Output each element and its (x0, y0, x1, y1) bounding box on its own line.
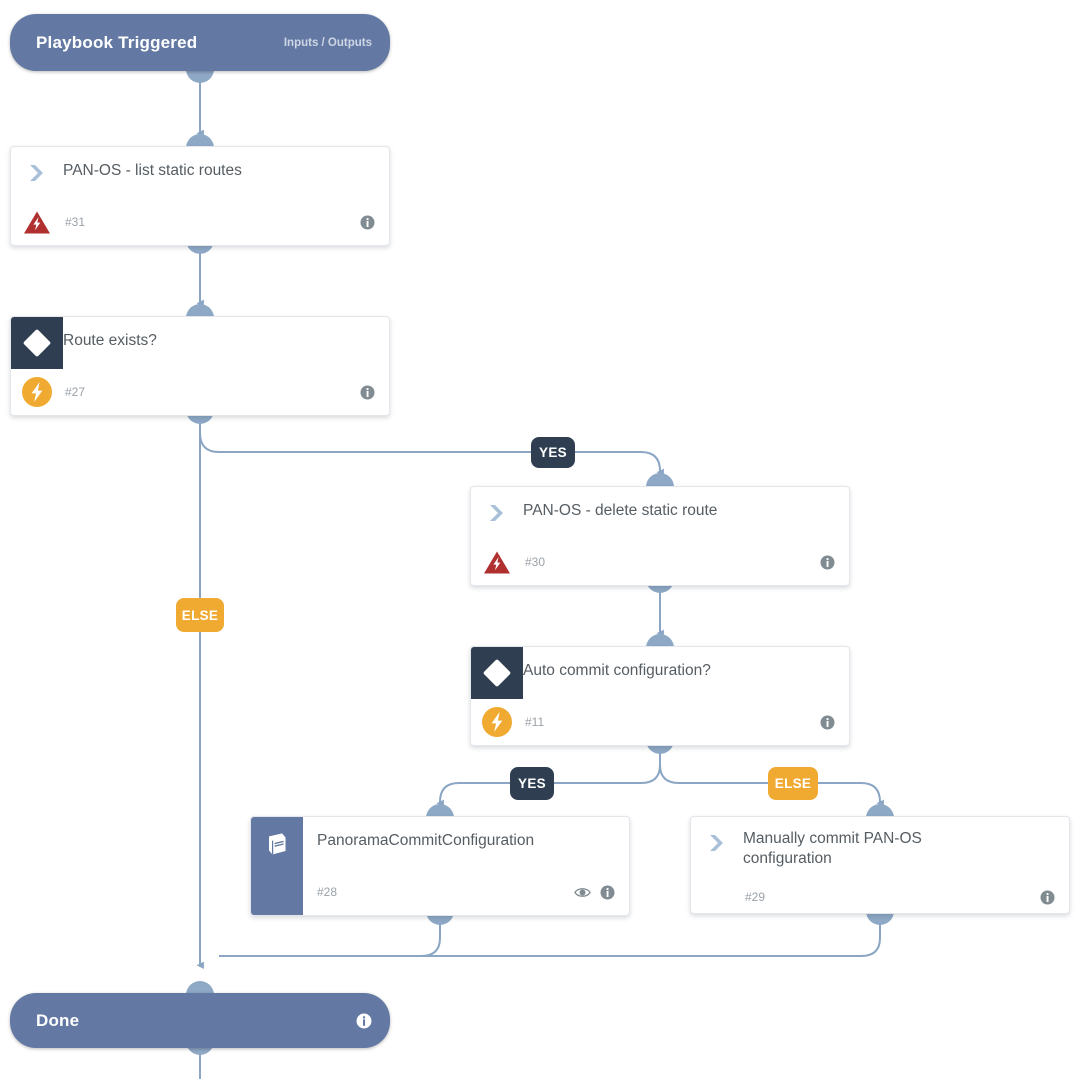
task-27-number: #27 (65, 385, 86, 399)
task-30-type-icon-slot (471, 487, 523, 539)
task-27-status-icon-slot (11, 369, 63, 415)
task-card-27[interactable]: Route exists? #27 (10, 316, 390, 416)
info-icon[interactable] (600, 885, 615, 900)
task-31-type-icon-slot (11, 147, 63, 199)
diamond-shape (482, 658, 512, 688)
inputs-outputs-link[interactable]: Inputs / Outputs (283, 36, 372, 49)
output-knob-start (186, 69, 214, 83)
eye-icon[interactable] (574, 886, 591, 899)
task-30-status-icon-slot (471, 539, 523, 585)
branch-label-yes-11[interactable]: YES (510, 767, 554, 800)
warning-triangle-icon (24, 211, 50, 233)
book-icon (269, 833, 286, 855)
bolt-circle-icon (482, 707, 512, 737)
task-27-type-icon-slot (11, 317, 63, 369)
info-icon[interactable] (820, 555, 835, 570)
task-28-title: PanoramaCommitConfiguration (317, 832, 535, 849)
task-28-number: #28 (317, 885, 338, 899)
branch-label-else-27[interactable]: ELSE (176, 598, 224, 632)
task-11-number: #11 (525, 715, 545, 729)
task-card-31[interactable]: PAN-OS - list static routes #31 (10, 146, 390, 246)
info-icon[interactable] (1040, 890, 1055, 905)
branch-label-else-11[interactable]: ELSE (768, 767, 818, 800)
info-icon[interactable] (356, 1013, 372, 1029)
chevron-right-icon (490, 505, 503, 521)
diamond-condition-icon (11, 317, 63, 369)
done-node[interactable]: Done (10, 993, 390, 1048)
diamond-condition-icon (471, 647, 523, 699)
playbook-triggered-node[interactable]: Playbook Triggered Inputs / Outputs (10, 14, 390, 71)
task-30-number: #30 (525, 555, 546, 569)
task-11-status-icon-slot (471, 699, 523, 745)
diamond-shape (22, 328, 52, 358)
task-29-title: Manually commit PAN-OS configuration (743, 830, 922, 867)
chevron-right-icon (710, 835, 723, 851)
task-card-11[interactable]: Auto commit configuration? #11 (470, 646, 850, 746)
task-card-29[interactable]: Manually commit PAN-OS configuration #29 (690, 816, 1070, 914)
branch-label-yes-27[interactable]: YES (531, 437, 575, 468)
bolt-circle-icon (22, 377, 52, 407)
warning-triangle-icon (484, 551, 510, 573)
playbook-triggered-title: Playbook Triggered (36, 32, 198, 52)
done-title: Done (36, 1010, 80, 1030)
task-29-number: #29 (745, 890, 766, 904)
task-card-30[interactable]: PAN-OS - delete static route #30 (470, 486, 850, 586)
info-icon[interactable] (360, 385, 375, 400)
task-31-number: #31 (65, 215, 86, 229)
info-icon[interactable] (360, 215, 375, 230)
task-30-title: PAN-OS - delete static route (523, 502, 718, 519)
task-29-status-icon-slot (691, 874, 743, 913)
chevron-right-icon (30, 165, 43, 181)
book-subplaybook-icon (251, 817, 303, 915)
input-knob-30 (646, 473, 674, 487)
task-31-title: PAN-OS - list static routes (63, 162, 242, 179)
task-11-type-icon-slot (471, 647, 523, 699)
task-31-status-icon-slot (11, 199, 63, 245)
task-card-28[interactable]: PanoramaCommitConfiguration #28 (250, 816, 630, 916)
task-29-type-icon-slot (691, 817, 743, 869)
info-icon[interactable] (820, 715, 835, 730)
task-27-title: Route exists? (63, 332, 157, 349)
task-11-title: Auto commit configuration? (523, 662, 711, 679)
